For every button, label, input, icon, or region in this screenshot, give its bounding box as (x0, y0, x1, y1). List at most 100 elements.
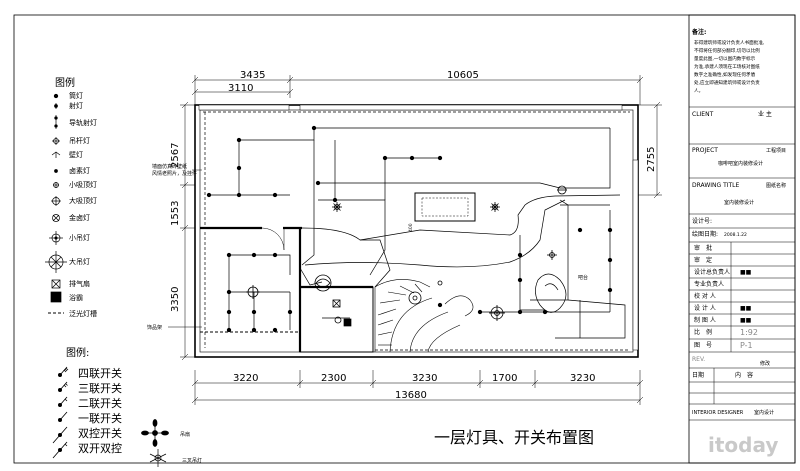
legend-item: 筒灯 (69, 91, 83, 100)
rev-label: REV. (692, 356, 705, 363)
tb-row-label: 设计总负责人 (694, 268, 730, 276)
legend-item: 排气扇 (69, 279, 90, 288)
tb-row-label: 设 计 人 (694, 304, 716, 312)
floor-plan (194, 104, 639, 358)
scale-value: 1:92 (740, 328, 758, 337)
dim-bottom: 1700 (492, 373, 517, 384)
project-field: 工程项目 (766, 147, 786, 154)
legend-item: 射灯 (69, 101, 83, 110)
legend-item: 壁灯 (69, 150, 83, 159)
legend-item: 卤素灯 (69, 166, 90, 175)
bar-label: 吧台 (578, 274, 588, 281)
tb-row-label: 比 例 (694, 328, 712, 336)
tb-row-value: ■■ (740, 269, 752, 276)
pendant-rod-icon (52, 137, 60, 145)
downlight-icon (53, 93, 59, 99)
legend-item: 小吊灯 (69, 233, 90, 242)
project-label: PROJECT (692, 147, 718, 154)
track-light-icon (54, 115, 58, 129)
project-name: 咖啡吧室内装修设计 (718, 160, 763, 167)
dim-top: 3435 (240, 70, 265, 81)
tb-row-value: ■■ (740, 317, 752, 324)
door-swing (261, 227, 285, 251)
tb-row-label: 审 批 (694, 244, 712, 252)
switch-legend-item: 三联开关 (78, 381, 122, 395)
two-way-switch-icon (52, 426, 68, 444)
exhaust-fan-icon (51, 279, 61, 289)
drawing-number: P-1 (740, 341, 753, 350)
wall-lamp-icon (51, 151, 61, 158)
double-two-way-switch-icon (52, 441, 68, 459)
dimension-text: 3435 3110 10605 2567 1553 3350 2755 3220… (170, 70, 657, 401)
triple-switch-icon (58, 381, 68, 392)
ceiling-fan-icon (141, 419, 169, 447)
shelf-label: 饰品架 (147, 324, 162, 331)
switch-legend-title: 图例: (66, 346, 89, 359)
tb-row-value: ■■ (740, 305, 752, 312)
dim-top: 10605 (447, 70, 479, 81)
light-legend: 图例 筒灯 射灯 导轨射灯 吊杆灯 壁灯 卤素灯 小吸顶灯 大吸顶灯 (45, 76, 97, 318)
tb-row-label: 图 号 (694, 342, 712, 349)
dim-left: 1553 (170, 201, 181, 226)
legend-item: 小吸顶灯 (69, 180, 97, 189)
note-line: 非得建筑师或设计负责人书面批准, (694, 39, 765, 46)
note-line: 不得将任何部分翻印,切勿以比例 (694, 47, 760, 54)
design-no-label: 设计号: (692, 217, 712, 225)
tb-row-label: 专业负责人 (694, 280, 724, 288)
ceiling-curve (304, 199, 566, 268)
note-line: 人。 (694, 88, 703, 94)
tb-row-label: 制 图 人 (694, 316, 716, 324)
small-room (299, 286, 374, 353)
content-label: 内 容 (735, 371, 753, 379)
switch-legend-item: 四联开关 (78, 366, 122, 380)
bottom-legend: 吊扇 三叉吊灯 (141, 419, 202, 467)
dimension-lines (180, 75, 662, 405)
window (198, 104, 290, 111)
legend-item: 大吊灯 (69, 257, 90, 266)
plan-annotations: 墙面仿真砖壁纸 风情老照片，及挂件 饰品架 吧台 400 (147, 163, 588, 331)
bottom-legend-label: 三叉吊灯 (182, 457, 202, 464)
drawing-title: 一层灯具、开关布置图 (434, 428, 594, 447)
switch-legend-item: 一联开关 (78, 411, 122, 425)
small-dim: 400 (408, 223, 414, 232)
wall-note: 墙面仿真砖壁纸 (152, 163, 187, 170)
single-switch-icon (58, 411, 68, 422)
plan-fixtures (206, 125, 613, 333)
designer-value: 室内设计 (754, 409, 774, 416)
dim-bottom: 3230 (412, 373, 437, 384)
halogen-icon (54, 169, 58, 173)
drawing-date-value: 2008.1.22 (724, 232, 747, 238)
note-line: 量度此图,一切以图内数字标示 (694, 55, 756, 62)
double-switch-icon (58, 396, 68, 407)
tb-row-label: 校 对 人 (694, 292, 716, 300)
wall-note: 风情老照片，及挂件 (152, 170, 197, 177)
three-arm-pendant-icon (149, 449, 167, 467)
switch-legend: 图例: 四联开关 三联开关 二联开关 一联开关 双控开关 双开双控 (52, 346, 122, 459)
switch-legend-item: 二联开关 (78, 396, 122, 410)
bar-counter (530, 199, 626, 339)
metal-halide-icon (52, 214, 60, 222)
rev-value: 修改 (760, 360, 770, 367)
staircase (374, 279, 474, 353)
window (632, 159, 639, 351)
drawing-date-label: 绘图日期: (692, 230, 718, 238)
switch-legend-item: 双控开关 (78, 426, 122, 440)
legend-item: 浴霸 (69, 293, 83, 302)
dim-left: 3350 (170, 287, 181, 312)
designer-label: INTERIOR DESIGNER (692, 410, 744, 416)
legend-item: 泛光灯槽 (69, 309, 97, 318)
date-label: 日期 (692, 371, 704, 379)
legend-title: 图例 (55, 76, 75, 89)
small-ceiling-icon (53, 182, 59, 188)
dim-top: 3110 (228, 83, 253, 94)
dim-left: 2567 (170, 143, 181, 168)
drawing-title-value: 室内装修设计 (724, 199, 754, 206)
bath-heater (343, 318, 352, 327)
small-chandelier-icon (49, 231, 63, 245)
outer-wall (194, 104, 639, 358)
window (299, 104, 623, 111)
note-line: 处,应立即通知建筑师或设计负责 (694, 79, 760, 86)
switch-legend-item: 双开双控 (78, 441, 122, 455)
client-label: CLIENT (692, 111, 714, 118)
